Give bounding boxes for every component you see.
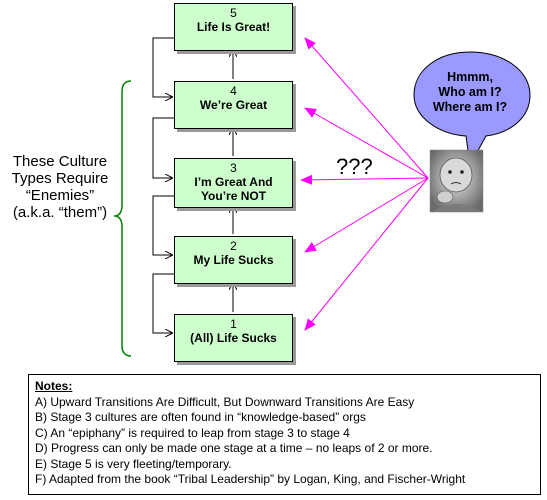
note-item: E) Stage 5 is very fleeting/temporary.: [35, 456, 232, 471]
stage-box-4: 4 We’re Great: [174, 81, 293, 129]
stage-label: My Life Sucks: [193, 253, 274, 267]
pointer-arrow-stage2: [304, 177, 429, 253]
stage-number: 2: [230, 239, 237, 253]
note-item: F) Adapted from the book “Tribal Leaders…: [35, 472, 466, 486]
stage-number: 5: [230, 6, 237, 20]
baby-photo: [429, 149, 484, 213]
note-item: A) Upward Transitions Are Difficult, But…: [35, 394, 415, 409]
pointer-arrow-stage5: [304, 37, 429, 179]
stage-box-5: 5 Life Is Great!: [174, 3, 293, 51]
stage-number: 3: [230, 161, 237, 175]
note-item: C) An “epiphany” is required to leap fro…: [35, 425, 350, 440]
pointer-arrow-stage3: [300, 174, 429, 185]
stage-box-2: 2 My Life Sucks: [174, 236, 293, 284]
enemies-annotation: These Culture Types Require “Enemies” (a…: [11, 153, 109, 221]
notes-title: Notes:: [35, 379, 73, 393]
stage-label: Life Is Great!: [196, 20, 271, 34]
bubble-line: Hmmm,: [447, 70, 493, 84]
stage-box-3: 3 I’m Great And You’re NOT: [174, 158, 293, 208]
down-loop-5-4: [152, 37, 174, 97]
bubble-line: Who am I?: [438, 85, 502, 99]
stage-label: We’re Great: [199, 98, 268, 112]
stage-box-1: 1 (All) Life Sucks: [174, 314, 293, 362]
stage-label: I’m Great And You’re NOT: [194, 175, 273, 203]
bubble-line: Where am I?: [432, 100, 508, 114]
down-loop-4-3: [152, 117, 174, 178]
pointer-arrow-stage1: [304, 177, 429, 331]
stage-label: (All) Life Sucks: [190, 331, 277, 345]
pointer-arrow-stage4: [304, 107, 429, 179]
green-brace: [113, 80, 132, 357]
down-loop-3-2: [152, 195, 174, 255]
question-marks: ???: [336, 154, 373, 179]
stage-number: 4: [230, 84, 237, 98]
stage-number: 1: [230, 317, 237, 331]
down-loop-2-1: [152, 273, 174, 333]
note-item: B) Stage 3 cultures are often found in “…: [35, 410, 366, 424]
notes-box: Notes: A) Upward Transitions Are Difficu…: [28, 374, 541, 495]
note-item: D) Progress can only be made one stage a…: [35, 441, 433, 455]
speech-bubble-text: Hmmm, Who am I? Where am I?: [418, 70, 522, 115]
